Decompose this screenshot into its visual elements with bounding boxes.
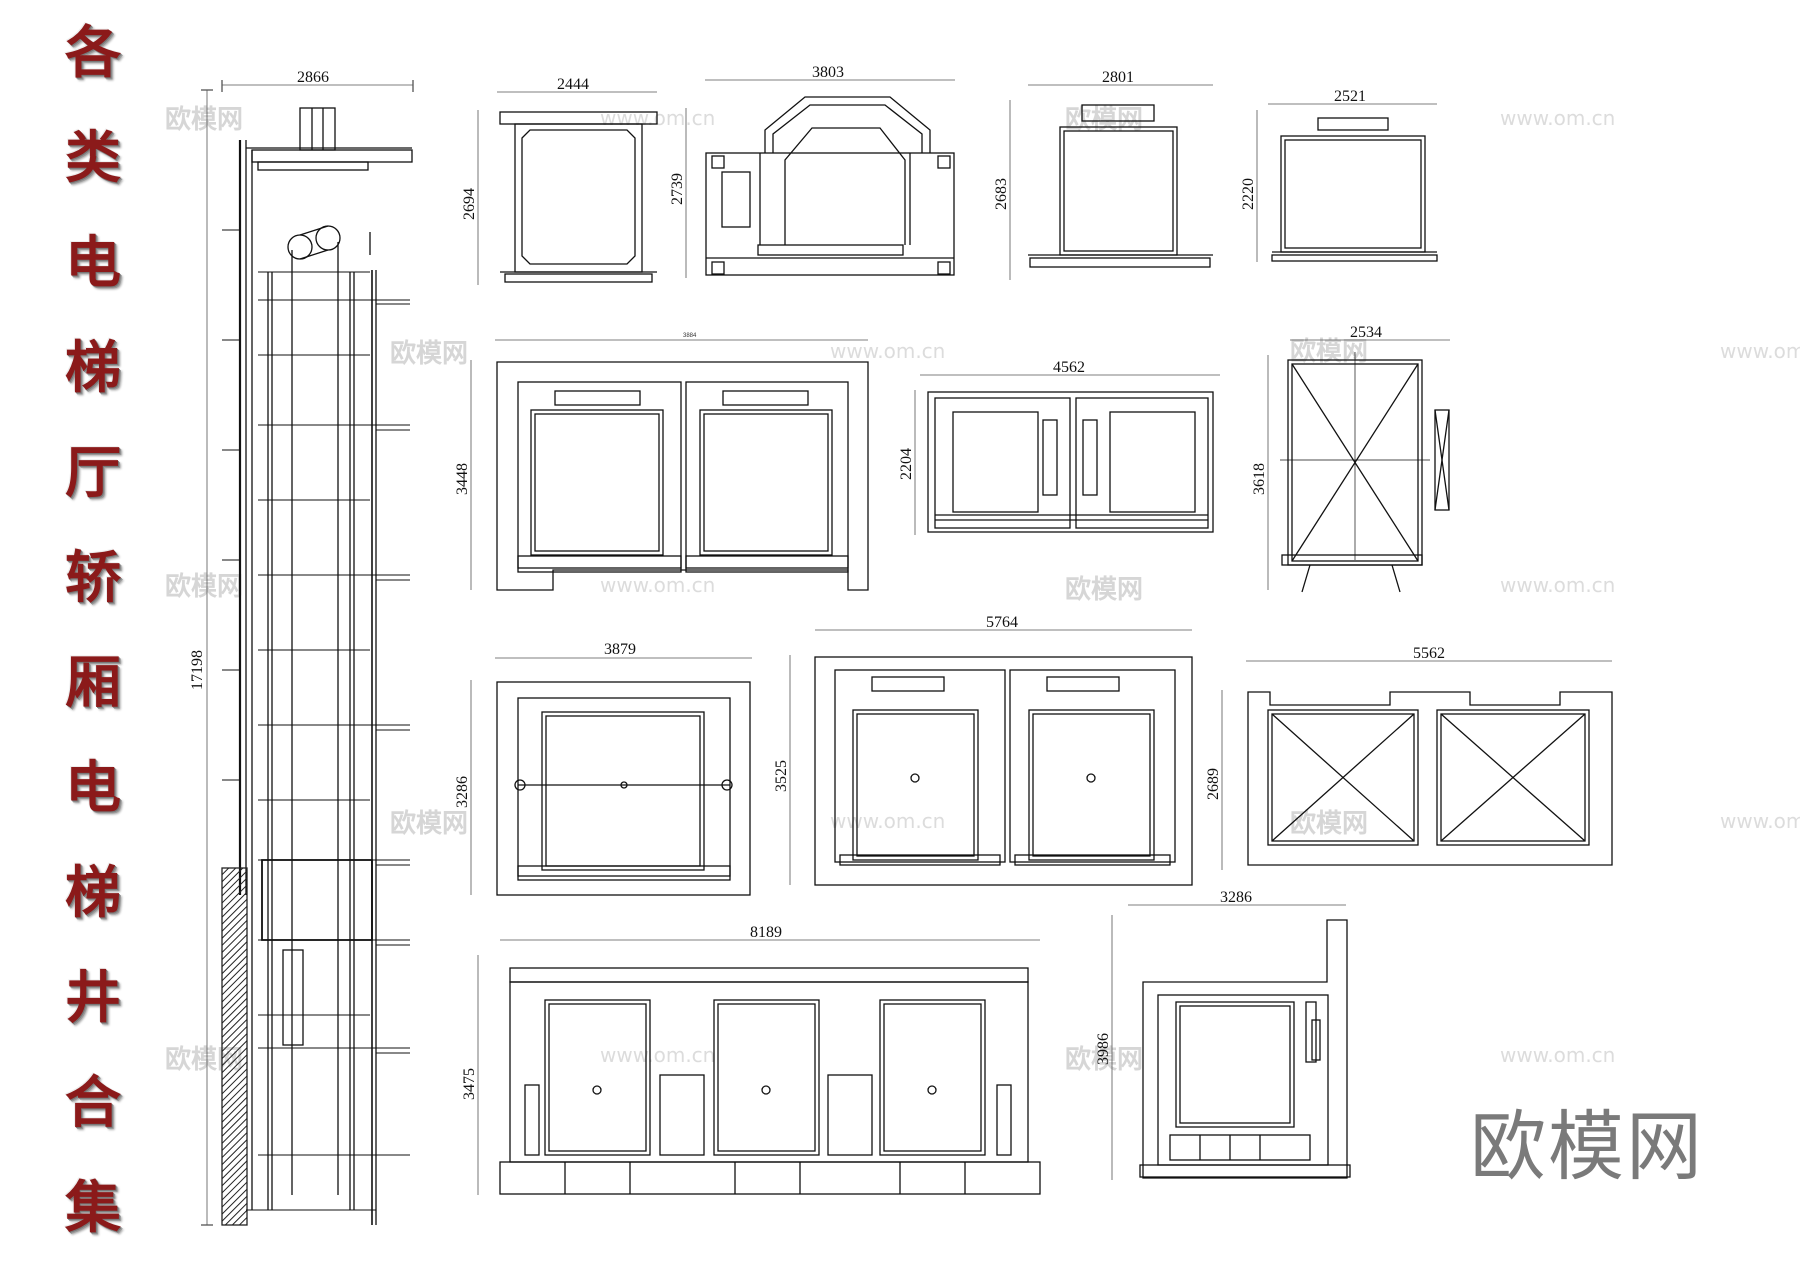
dim-d4-height: 2220 [1240, 178, 1257, 210]
dim-d9-height: 3525 [773, 760, 790, 792]
dim-d2-width: 3803 [812, 64, 844, 81]
watermark-url: www.om.cn [1720, 339, 1800, 363]
brand-logo: 欧模网 [1470, 1102, 1704, 1191]
lobby-elevation-8: 3879 3286 [454, 641, 752, 896]
dim-d5-width: 3884 [683, 333, 697, 339]
watermark-url: www.om.cn [1500, 1043, 1615, 1067]
lobby-elevation-11: 8189 3475 [461, 924, 1041, 1195]
dim-d11-width: 8189 [750, 924, 782, 941]
dim-d7-width: 2534 [1350, 324, 1382, 341]
title-char: 电 [65, 230, 121, 296]
title-char: 梯 [65, 860, 121, 926]
dim-d3-height: 2683 [993, 178, 1010, 210]
dim-d4-width: 2521 [1334, 88, 1366, 105]
watermark-text: 欧模网 [165, 571, 243, 602]
dim-d6-width: 4562 [1053, 359, 1085, 376]
title-char: 井 [65, 965, 121, 1031]
dim-d3-width: 2801 [1102, 69, 1134, 86]
lobby-elevation-5: 3884 3448 [454, 333, 869, 591]
watermark-layer: 欧模网 www.om.cn 欧模网 www.om.cn 欧模网 www.om.c… [165, 104, 1800, 1075]
dim-d12-height: 3986 [1095, 1033, 1112, 1065]
watermark-url: www.om.cn [600, 573, 715, 597]
title-char: 各 [65, 20, 121, 86]
dim-d9-width: 5764 [986, 614, 1018, 631]
title-char: 集 [65, 1175, 121, 1241]
dim-d7-height: 3618 [1251, 463, 1268, 495]
dim-d8-width: 3879 [604, 641, 636, 658]
watermark-text: 欧模网 [165, 104, 243, 135]
watermark-url: www.om.cn [600, 106, 715, 130]
lobby-elevation-12: 3286 3986 [1095, 889, 1351, 1180]
lobby-elevation-9: 5764 3525 [773, 614, 1193, 886]
dim-d6-height: 2204 [898, 448, 915, 480]
dim-d10-height: 2689 [1205, 768, 1222, 800]
dim-shaft-height: 17198 [189, 650, 206, 690]
watermark-url: www.om.cn [1500, 573, 1615, 597]
dim-d1-height: 2694 [461, 188, 478, 220]
watermark-url: www.om.cn [600, 1043, 715, 1067]
title-char: 厅 [65, 440, 121, 506]
watermark-url: www.om.cn [830, 809, 945, 833]
watermark-text: 欧模网 [1290, 808, 1368, 839]
watermark-text: 欧模网 [1065, 574, 1143, 605]
dim-d2-height: 2739 [669, 173, 686, 205]
watermark-text: 欧模网 [1065, 1044, 1143, 1075]
dim-d12-width: 3286 [1220, 889, 1252, 906]
title-char: 轿 [65, 545, 121, 611]
lobby-elevation-1: 2444 2694 [461, 76, 658, 285]
watermark-text: 欧模网 [390, 808, 468, 839]
dim-d11-height: 3475 [461, 1068, 478, 1100]
watermark-url: www.om.cn [830, 339, 945, 363]
watermark-text: 欧模网 [1065, 104, 1143, 135]
lobby-elevation-10: 5562 2689 [1205, 645, 1613, 870]
dim-d8-height: 3286 [454, 776, 471, 808]
watermark-url: www.om.cn [1500, 106, 1615, 130]
dim-d1-width: 2444 [557, 76, 589, 93]
lobby-elevation-2: 3803 2739 [669, 64, 955, 278]
shaft-section: 2866 17198 [189, 69, 414, 1226]
lobby-elevation-3: 2801 2683 [993, 69, 1213, 280]
dim-shaft-width: 2866 [297, 69, 329, 86]
dim-d5-height: 3448 [454, 463, 471, 495]
title-char: 梯 [65, 335, 121, 401]
title-char: 电 [65, 755, 121, 821]
title-char: 合 [65, 1070, 121, 1136]
watermark-text: 欧模网 [390, 338, 468, 369]
lobby-elevation-7: 2534 3618 [1251, 324, 1450, 593]
title-char: 类 [65, 125, 121, 191]
title-char: 厢 [65, 650, 121, 716]
lobby-elevation-6: 4562 2204 [898, 359, 1220, 535]
dim-d10-width: 5562 [1413, 645, 1445, 662]
lobby-elevation-4: 2521 2220 [1240, 88, 1438, 262]
watermark-url: www.om.cn [1720, 809, 1800, 833]
